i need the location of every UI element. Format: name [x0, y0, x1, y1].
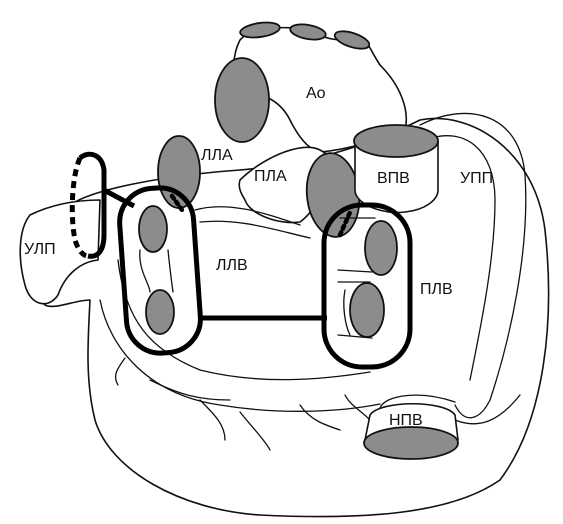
left-pulmonary-artery-vessel [158, 136, 200, 208]
label-left-pulmonary-veins: ЛЛВ [216, 257, 248, 274]
label-aorta: Ao [306, 85, 326, 102]
label-pulmonary-artery-upper: ЛЛА [201, 147, 233, 164]
label-pulmonary-artery-lower: ПЛА [254, 168, 287, 185]
right-upper-pulmonary-vein [365, 221, 397, 275]
label-ivc: НПВ [389, 412, 423, 429]
svc-vessel [354, 125, 438, 157]
label-svc: ВПВ [377, 170, 410, 187]
label-right-atrial-appendage: УПП [460, 170, 493, 187]
left-lower-pulmonary-vein [146, 290, 174, 334]
ivc-vessel [364, 427, 458, 459]
label-right-pulmonary-veins: ПЛВ [420, 281, 453, 298]
label-left-atrial-appendage: УЛП [24, 241, 56, 258]
aorta-vessel [215, 58, 269, 142]
right-lower-pulmonary-vein [350, 283, 384, 337]
left-upper-pulmonary-vein [139, 206, 167, 252]
